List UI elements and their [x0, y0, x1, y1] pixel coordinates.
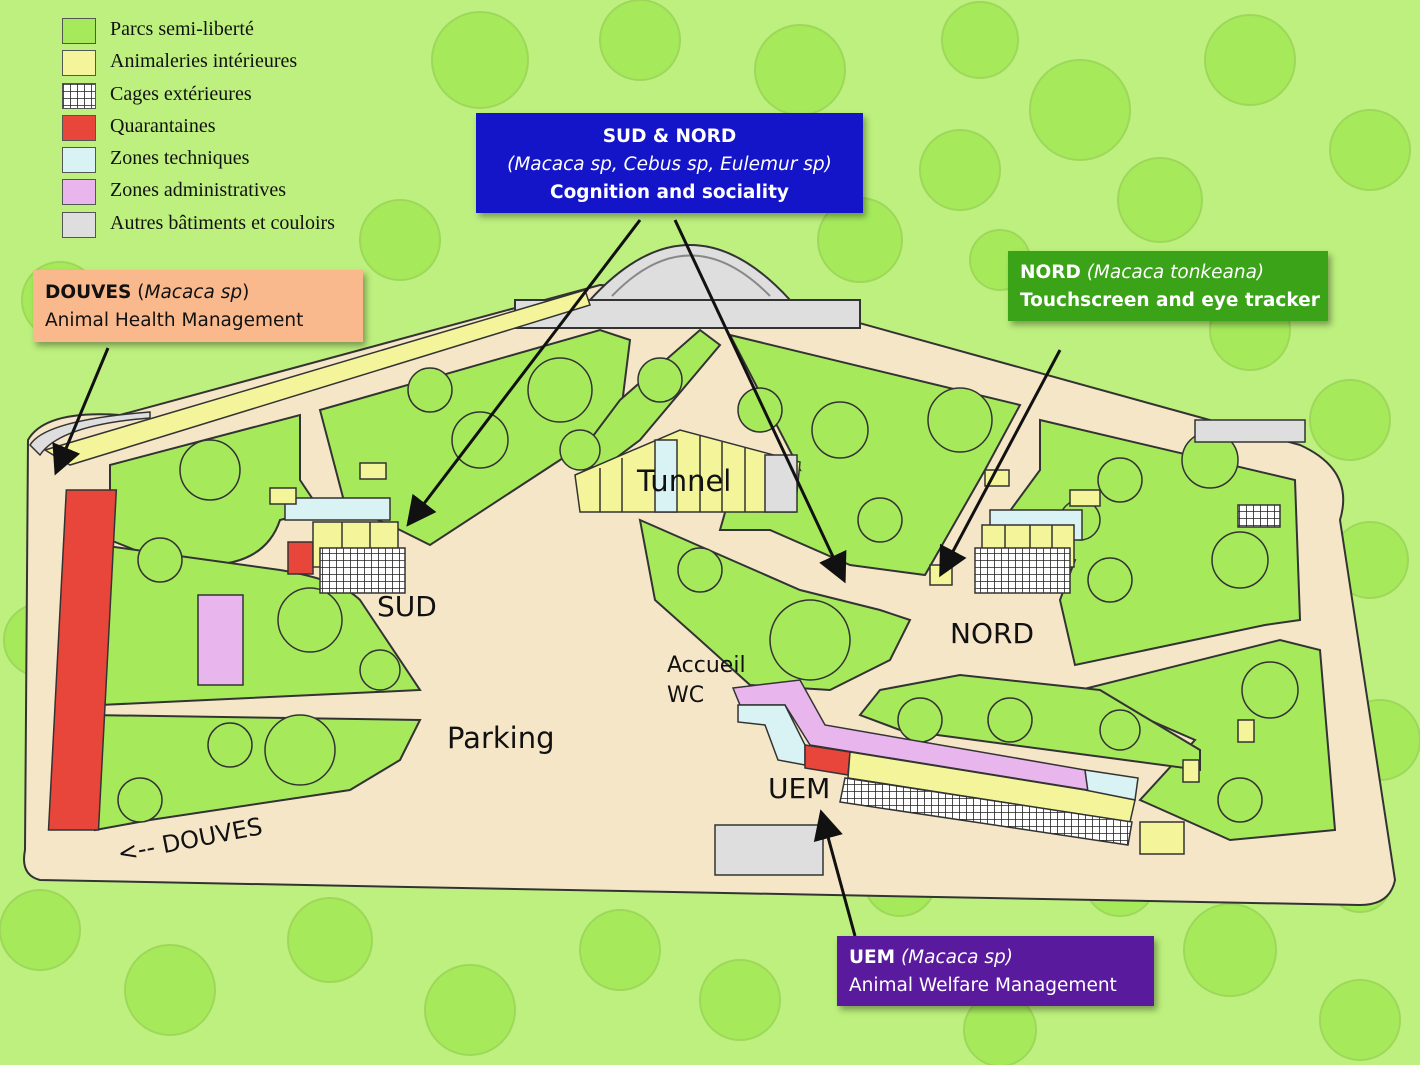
legend-label: Parcs semi-liberté [110, 18, 254, 40]
callout-sud-nord: SUD & NORD (Macaca sp, Cebus sp, Eulemur… [476, 113, 863, 213]
legend-label: Autres bâtiments et couloirs [110, 211, 335, 234]
legend-swatch [62, 114, 96, 141]
legend-label: Zones administratives [110, 179, 287, 202]
callout-title: NORD [1020, 262, 1081, 283]
callout-douves: DOUVES (Macaca sp) Animal Health Managem… [33, 270, 363, 342]
legend-swatch [62, 147, 96, 174]
callout-nord: NORD (Macaca tonkeana) Touchscreen and e… [1008, 251, 1328, 321]
callout-uem: UEM (Macaca sp) Animal Welfare Managemen… [837, 936, 1154, 1006]
legend-swatch [62, 179, 96, 206]
legend-swatch [62, 50, 96, 77]
interior-trees [117, 357, 1299, 823]
legend-label: Quarantaines [110, 114, 216, 137]
legend-label: Cages extérieures [110, 82, 252, 105]
callout-arrows [52, 219, 1062, 937]
legend-swatch [62, 211, 96, 238]
legend-row-parcs: Parcs semi-liberté [62, 16, 382, 48]
label-wc: WC [667, 683, 705, 708]
callout-subtitle: Animal Welfare Management [849, 975, 1117, 996]
legend-row-cages: Cages extérieures [62, 81, 382, 113]
callout-species: (Macaca tonkeana) [1086, 262, 1265, 283]
nord-building [929, 509, 1083, 594]
uem-building [731, 679, 1139, 846]
callout-subtitle: Touchscreen and eye tracker [1020, 290, 1320, 311]
callout-species: (Macaca sp) [900, 947, 1013, 968]
label-parking: Parking [447, 721, 555, 755]
callout-title: DOUVES [45, 282, 132, 303]
sud-building [284, 497, 406, 594]
label-sud: SUD [377, 590, 437, 623]
legend-label: Animaleries intérieures [110, 50, 298, 73]
legend-row-quarantaines: Quarantaines [62, 113, 382, 145]
legend-row-techniques: Zones techniques [62, 145, 382, 177]
legend-swatch [62, 18, 96, 44]
callout-title: SUD & NORD [602, 126, 737, 147]
label-accueil: Accueil [667, 653, 746, 678]
legend-swatch-grid [62, 82, 96, 109]
label-tunnel: Tunnel [637, 464, 732, 498]
callout-title: UEM [849, 947, 896, 968]
legend-row-animaleries: Animaleries intérieures [62, 48, 382, 80]
legend-row-autres: Autres bâtiments et couloirs [62, 210, 382, 242]
callout-species: Macaca sp [144, 282, 243, 303]
callout-subtitle: Cognition and sociality [550, 182, 789, 203]
tunnel-building [574, 429, 801, 513]
misc-buildings [47, 419, 1306, 876]
map-legend: Parcs semi-liberté Animaleries intérieur… [62, 16, 382, 242]
label-uem: UEM [768, 772, 831, 805]
callout-subtitle: Animal Health Management [45, 310, 304, 331]
callout-species: (Macaca sp, Cebus sp, Eulemur sp) [507, 154, 832, 175]
label-nord: NORD [950, 617, 1034, 650]
legend-row-administratives: Zones administratives [62, 177, 382, 209]
top-left-corridor [29, 411, 151, 457]
legend-label: Zones techniques [110, 147, 250, 170]
